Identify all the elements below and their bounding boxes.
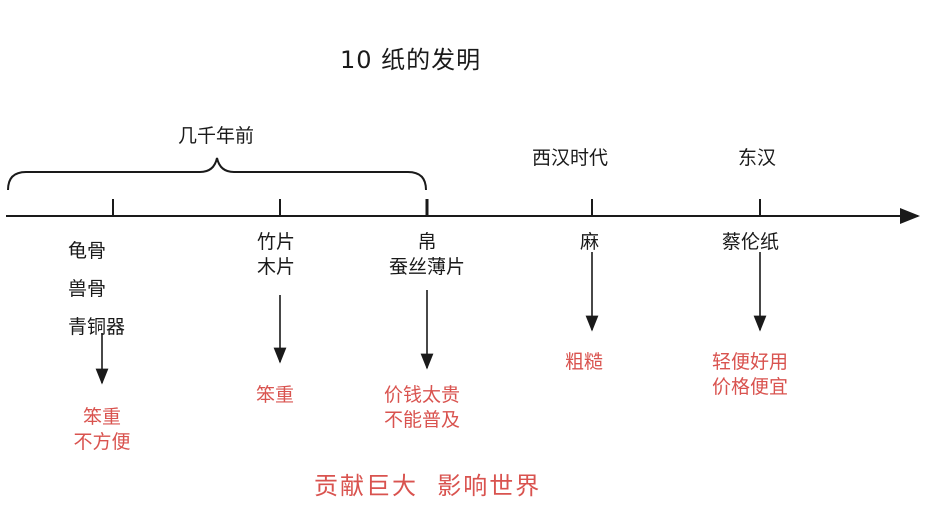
result-cai-lun-group: 轻便好用 价格便宜 xyxy=(712,350,788,400)
material-bone-group: 龟骨 兽骨 青铜器 xyxy=(68,232,125,346)
material-bamboo-slip: 竹片 xyxy=(257,231,296,253)
result-too-expensive: 价钱太贵 xyxy=(384,384,461,406)
material-wood-slip: 木片 xyxy=(257,256,296,278)
material-bronze: 青铜器 xyxy=(68,316,126,338)
result-inconvenient: 不方便 xyxy=(73,431,131,453)
result-hemp: 粗糙 xyxy=(565,351,604,373)
result-wood: 笨重 xyxy=(256,384,295,406)
era-western-han: 西汉时代 xyxy=(532,147,609,169)
material-silk-sheet: 蚕丝薄片 xyxy=(388,256,465,278)
era-eastern-han: 东汉 xyxy=(738,147,777,169)
material-wood-group: 竹片 木片 xyxy=(257,230,295,280)
material-cai-lun-paper: 蔡伦纸 xyxy=(722,231,780,253)
result-cheap: 价格便宜 xyxy=(712,376,789,398)
result-not-widespread: 不能普及 xyxy=(384,409,461,431)
material-silk-group: 帛 蚕丝薄片 xyxy=(387,230,467,280)
material-turtle-bone: 龟骨 xyxy=(68,240,107,262)
result-bone-group: 笨重 不方便 xyxy=(62,405,142,455)
result-silk-group: 价钱太贵 不能普及 xyxy=(384,383,460,433)
conclusion-slogan: 贡献巨大 影响世界 xyxy=(314,472,542,500)
time-brace xyxy=(7,157,427,191)
material-hemp: 麻 xyxy=(580,231,600,253)
brace-label: 几千年前 xyxy=(178,125,255,147)
page-title: 10 纸的发明 xyxy=(340,46,482,74)
material-animal-bone: 兽骨 xyxy=(68,278,107,300)
result-light-easy: 轻便好用 xyxy=(712,351,789,373)
result-bulky: 笨重 xyxy=(82,406,121,428)
material-silk-cloth: 帛 xyxy=(417,231,437,253)
